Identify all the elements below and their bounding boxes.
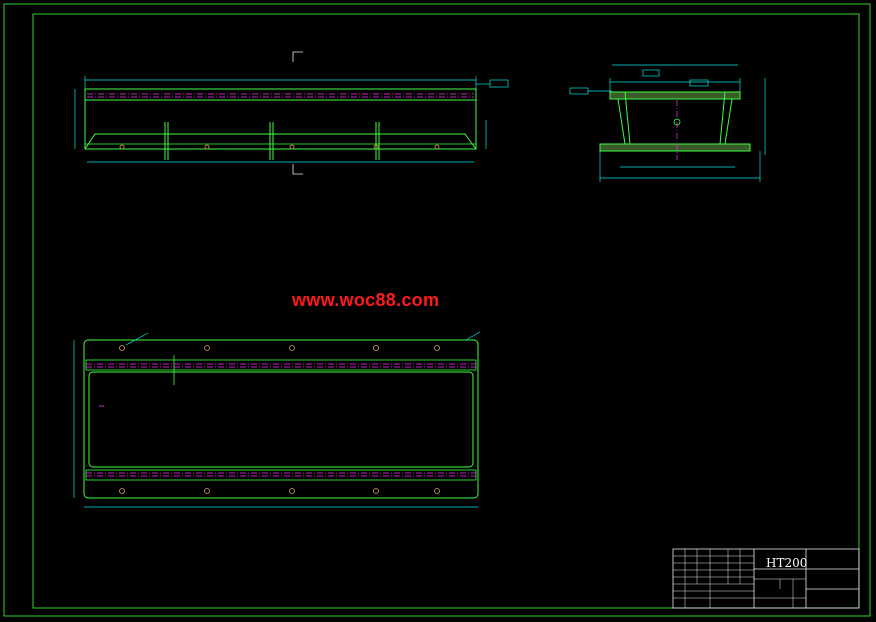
title-block: [672, 548, 860, 609]
sheet-inner-border: [32, 13, 860, 609]
sheet-outer-border: [3, 3, 871, 617]
section-view: [569, 64, 766, 182]
front-view-outline: [84, 88, 477, 150]
plan-view: [73, 331, 481, 508]
watermark-text: www.woc88.com: [292, 290, 440, 310]
plan-view-outline: [83, 339, 479, 499]
title-block-material: HT200: [766, 556, 808, 570]
front-view: [74, 51, 509, 175]
